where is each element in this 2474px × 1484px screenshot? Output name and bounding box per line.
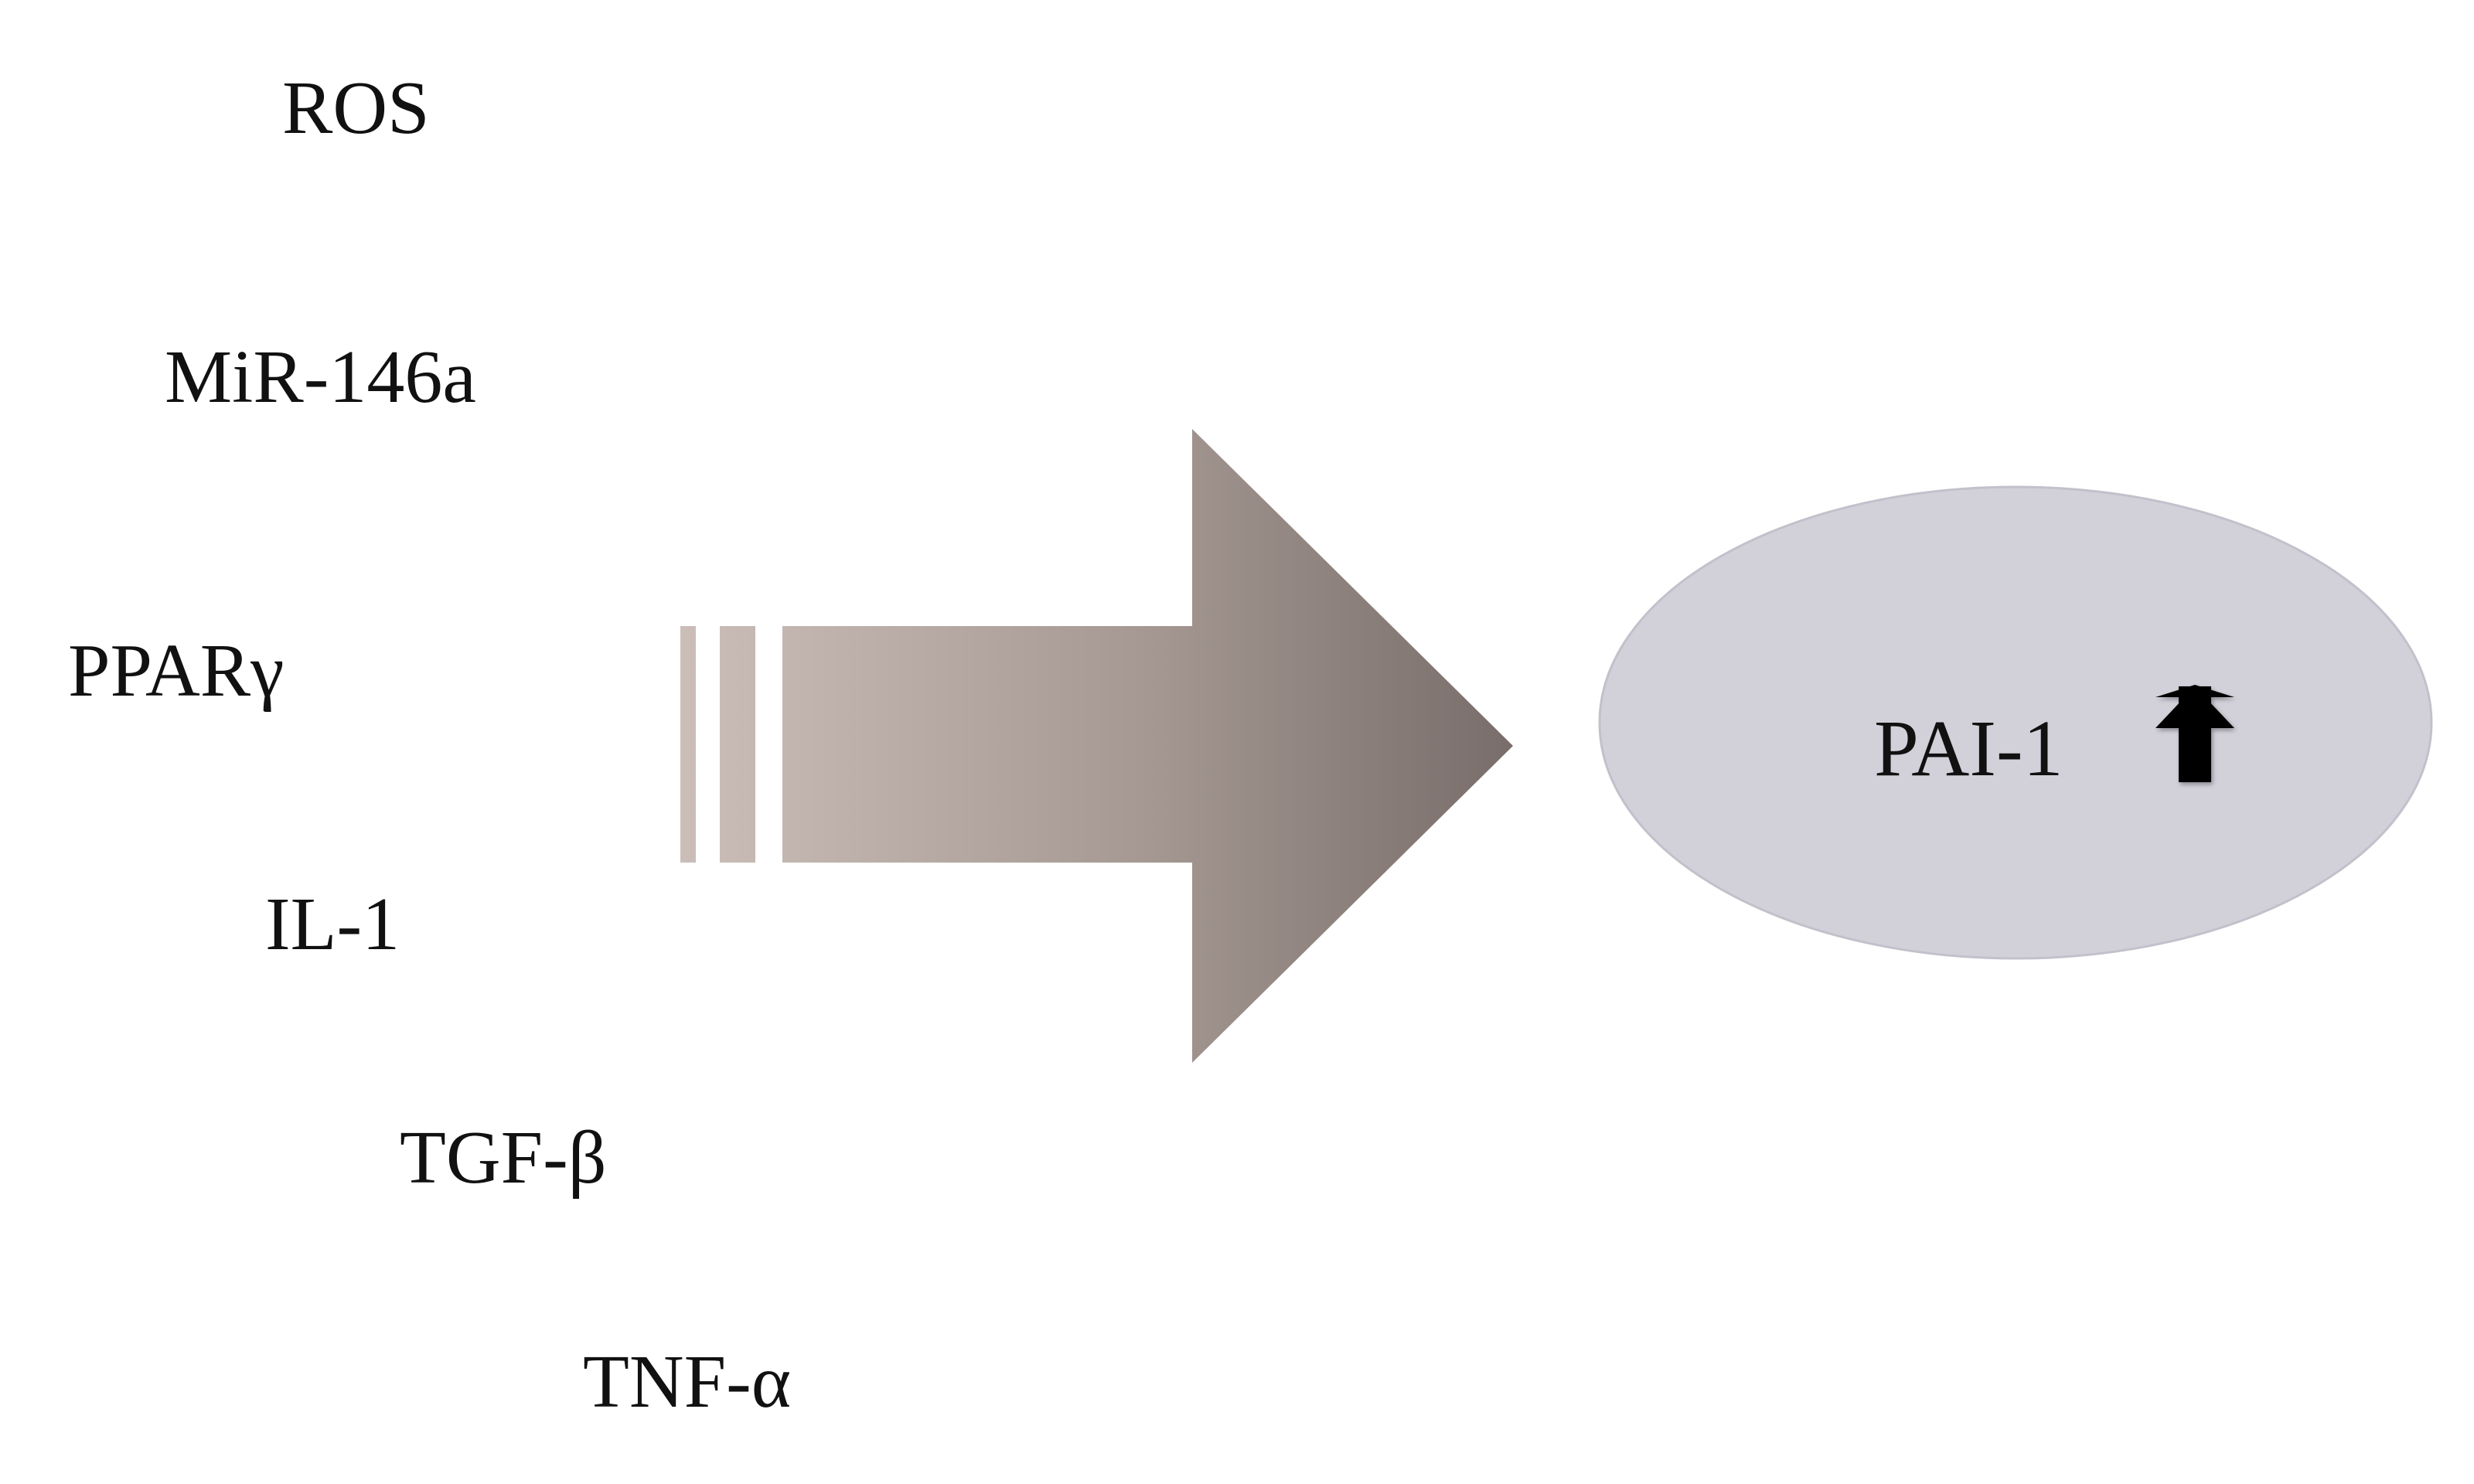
factor-tgf-beta: TGF-β	[400, 1116, 607, 1200]
factor-tnf-alpha: TNF-α	[583, 1340, 791, 1424]
target-node: PAI-1	[1598, 485, 2433, 960]
block-arrow	[680, 429, 1513, 1063]
target-label: PAI-1	[1874, 704, 2063, 793]
factor-il-1: IL-1	[265, 883, 400, 966]
factor-ros: ROS	[282, 66, 430, 150]
arrow-stripe-wide	[720, 626, 755, 863]
target-ellipse	[1598, 485, 2433, 960]
up-arrow-icon	[2155, 684, 2234, 782]
factor-mir-146a: MiR-146a	[165, 335, 476, 419]
arrow-body	[782, 429, 1513, 1063]
factor-ppar-gamma: PPARγ	[68, 629, 284, 713]
factor-list: ROS MiR-146a PPARγ IL-1 TGF-β TNF-α	[68, 66, 791, 1424]
arrow-stripe-thin	[680, 626, 696, 863]
